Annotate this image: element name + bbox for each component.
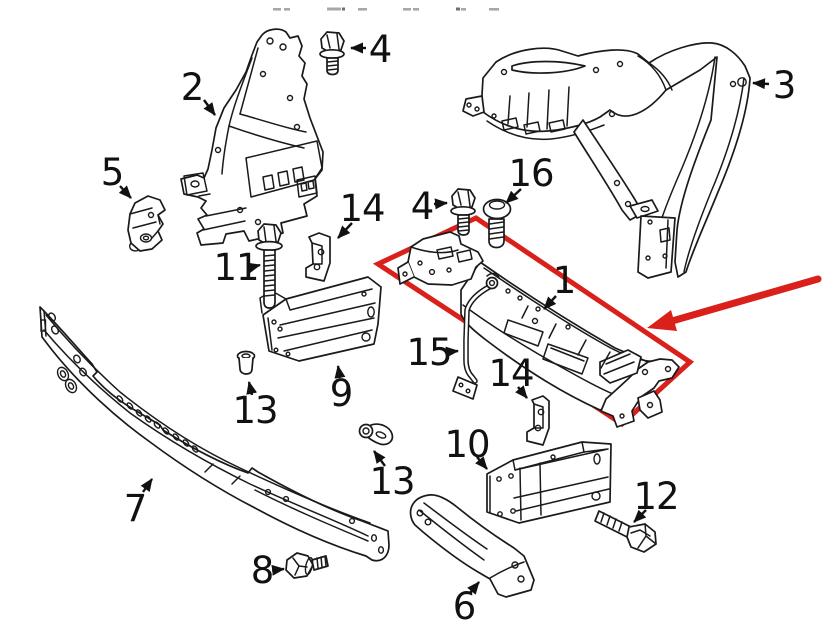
callout-arrow-15 [445,346,459,358]
callouts: 2 4 3 5 16 4 14 11 1 15 9 13 14 10 13 7 … [101,28,797,628]
part-5-bracket-drawing [127,195,166,252]
callout-arrow-7 [140,478,153,493]
part-4-top-bolt-drawing [319,31,345,76]
part-14-lower-bracket-drawing [526,395,550,446]
callout-arrow-3 [752,78,770,90]
callout-label-13-left: 13 [232,389,277,432]
callout-label-7: 7 [124,487,147,530]
callout-arrow-2 [203,99,216,116]
part-6-stay-brace-drawing [409,494,535,598]
part-13-left-clip-drawing [236,350,256,375]
part-9-mount-bracket-drawing [259,276,382,362]
part-13-right-clip-drawing [358,423,394,446]
callout-arrow-14-upper [337,222,353,239]
callout-label-4-mid: 4 [411,185,434,228]
callout-label-16: 16 [508,152,553,195]
callout-label-5: 5 [101,151,124,194]
part-11-bolt-drawing [255,223,283,309]
part-4-mid-bolt-drawing [450,188,476,236]
callout-arrow-1 [543,295,557,310]
part-15-support-rod-drawing [452,272,500,400]
callout-label-10: 10 [444,423,489,466]
callout-label-11: 11 [213,246,258,289]
part-3-fender-support-drawing [462,42,751,279]
callout-arrow-4-mid [433,198,448,210]
callout-label-3: 3 [773,64,796,107]
part-14-upper-bracket-drawing [305,232,331,282]
callout-label-12: 12 [633,475,678,518]
callout-arrow-12 [633,509,647,523]
callout-label-9: 9 [330,372,353,415]
callout-label-4-top: 4 [369,28,392,71]
callout-arrow-9 [334,365,346,379]
part-10-mount-bracket-drawing [486,441,612,524]
highlight-arrow [647,275,822,331]
callout-arrow-13-right [373,450,386,467]
part-2-apron-bracket-drawing [180,28,324,246]
callout-arrow-14-lower [515,385,528,399]
callout-arrow-8 [271,564,285,576]
part-1-crossmember-drawing [397,231,680,428]
callout-label-6: 6 [453,585,476,628]
callout-arrow-6 [467,581,480,595]
top-edge-artifacts [273,7,499,11]
part-16-screw-drawing [482,198,512,249]
callout-arrow-11 [247,262,261,274]
callout-label-1: 1 [553,259,576,302]
part-12-bolt-drawing [594,510,657,553]
callout-label-8: 8 [251,549,274,592]
callout-label-13-right: 13 [369,460,414,503]
callout-arrow-10 [475,456,488,470]
part-8-bolt-drawing [285,552,329,579]
callout-label-14-lower: 14 [488,352,533,395]
callout-arrow-16 [505,188,522,204]
callout-label-2: 2 [181,66,204,109]
callout-label-15: 15 [406,331,451,374]
part-7-bumper-beam-drawing [39,306,390,562]
callout-arrow-13-left [246,381,258,396]
callout-label-14-upper: 14 [339,187,384,230]
callout-arrow-5 [118,185,132,199]
